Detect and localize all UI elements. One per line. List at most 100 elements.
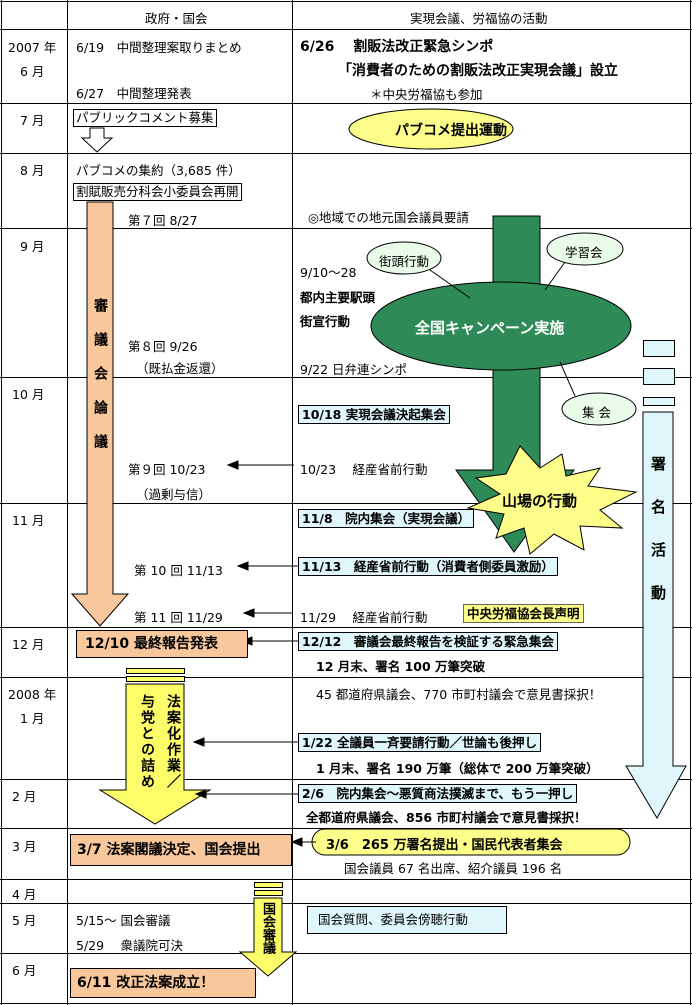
month-label: 9 月 (20, 239, 45, 254)
act-dec-sig: 12 月末、署名 100 万筆突破 (316, 659, 486, 674)
act-local-diet: ◎地域での地元国会議員要請 (308, 210, 469, 225)
act-street-action: 街宣行動 (300, 314, 351, 329)
row-line (0, 1003, 692, 1004)
street-bubble (366, 241, 442, 275)
act-council: 「消費者のための割販法改正実現会議」設立 (338, 63, 618, 79)
enacted-box: 6/11 改正法案成立！ (70, 968, 256, 998)
act-nov29: 11/29 経産省前行動 (300, 610, 428, 625)
month-label: 7 月 (20, 113, 45, 128)
month-label: 12 月 (12, 637, 45, 652)
header-activity: 実現会議、労福協の活動 (410, 11, 548, 26)
month-label: 5 月 (12, 913, 37, 928)
month-label: 2008 年 (8, 687, 57, 702)
row-line (0, 503, 692, 504)
table-divider-month (67, 0, 68, 1005)
act-rofukukyo: ＊中央労福協も参加 (370, 87, 483, 102)
row-line (0, 779, 692, 780)
diet-label: 国会審議 (260, 902, 275, 954)
drafting-marker (126, 668, 185, 674)
oct18-box: 10/18 実現会議決起集会 (298, 405, 450, 424)
month-label: 11 月 (12, 513, 45, 528)
month-label: 4 月 (12, 887, 37, 902)
row-line (0, 953, 692, 954)
act-sep10: 9/10～28 (300, 265, 357, 280)
row-line (0, 228, 692, 229)
act-jun26: 6/26 割販法改正緊急シンポ (300, 39, 494, 55)
chairman-statement-box: 中央労福協会長声明 (463, 604, 584, 623)
act-resolutions-45: 45 都道府県議会、770 市町村議会で意見書採択！ (316, 687, 602, 702)
month-label: 2007 年 (8, 40, 57, 55)
session-9-note: （過剰与信） (136, 487, 212, 502)
session-7: 第７回 8/27 (128, 213, 198, 228)
month-label: 6 月 (20, 64, 45, 79)
street-bubble-label: 街頭行動 (379, 254, 430, 269)
row-line (0, 879, 692, 880)
row-line (0, 377, 692, 378)
diet-arrow (238, 897, 298, 977)
table-divider-columns (292, 0, 293, 1005)
nov13-box: 11/13 経産省前行動（消費者側委員激励） (298, 557, 558, 576)
act-stations: 都内主要駅頭 (300, 290, 376, 305)
subcommittee-box: 割賦販売分科会小委員会再開 (73, 183, 242, 201)
row-line (0, 1, 692, 2)
table-border-right (690, 0, 691, 1005)
act-sep22: 9/22 日弁連シンポ (300, 362, 408, 377)
row-line (0, 153, 692, 154)
diet-marker (254, 890, 283, 896)
signature-marker (643, 368, 675, 385)
pubcome-campaign: パブコメ提出運動 (395, 123, 507, 139)
session-10: 第 10 回 11/13 (134, 563, 223, 578)
deliberation-label: 審議会論議 (92, 298, 108, 468)
meeting-bubble-label: 集 会 (582, 405, 611, 420)
nov8-box: 11/8 院内集会（実現会議） (298, 509, 475, 528)
climax-label: 山場の行動 (502, 492, 578, 510)
mar6-label: 3/6 265 万署名提出・国民代表者集会 (326, 838, 563, 853)
act-resolutions-all: 全都道府県議会、856 市町村議会で意見書採択！ (306, 810, 587, 825)
gov-jun27: 6/27 中間整理発表 (76, 86, 192, 101)
gov-pubcome-count: パブコメの集約（3,685 件） (76, 163, 241, 178)
signature-marker (643, 397, 675, 406)
gov-may15: 5/15～ 国会審議 (76, 913, 171, 928)
final-report-box: 12/10 最終報告発表 (76, 630, 248, 658)
diet-question-box: 国会質問、委員会傍聴行動 (307, 906, 507, 934)
diet-marker (254, 882, 283, 888)
pubcome-ellipse (348, 108, 514, 150)
session-11: 第 11 回 11/29 (134, 610, 223, 625)
signature-label: 署名活動 (649, 456, 667, 628)
drafting-marker (126, 676, 185, 682)
campaign-label: 全国キャンペーン実施 (415, 319, 565, 337)
row-line (0, 103, 692, 104)
dec12-box: 12/12 審議会最終報告を検証する緊急集会 (298, 632, 558, 651)
row-line (0, 677, 692, 678)
month-label: 2 月 (12, 789, 37, 804)
table-border-left (1, 0, 2, 1005)
drafting-label-2: 与党との詰め (139, 694, 155, 790)
header-gov: 政府・国会 (145, 11, 208, 26)
drafting-arrow (98, 683, 212, 825)
signature-marker (643, 340, 675, 357)
act-oct23: 10/23 経産省前行動 (300, 462, 428, 477)
row-line (0, 29, 692, 30)
climax-starburst (466, 445, 638, 555)
session-9: 第９回 10/23 (128, 462, 206, 477)
month-label: 3 月 (12, 839, 37, 854)
deliberation-arrow (70, 201, 130, 627)
gov-jun19: 6/19 中間整理案取りまとめ (76, 40, 242, 55)
session-8: 第８回 9/26 (128, 339, 198, 354)
signature-arrow (625, 411, 687, 820)
feb6-box: 2/6 院内集会～悪質商法撲滅まで、もう一押し (298, 784, 578, 803)
month-label: 8 月 (20, 163, 45, 178)
month-label: 6 月 (12, 963, 37, 978)
act-mar6-note: 国会議員 67 名出席、紹介議員 196 名 (344, 861, 563, 876)
row-line (0, 627, 692, 628)
act-jan-sig: 1 月末、署名 190 万筆（総体で 200 万筆突破） (316, 761, 599, 776)
cabinet-decision-box: 3/7 法案閣議決定、国会提出 (70, 834, 292, 866)
campaign-ellipse (370, 281, 632, 371)
meeting-bubble (561, 392, 637, 426)
drafting-label-1: 法案化作業／ (165, 694, 181, 790)
session-8-note: （既払金返還） (136, 361, 224, 376)
month-label: 10 月 (12, 387, 45, 402)
gov-may29: 5/29 衆議院可決 (76, 938, 184, 953)
study-bubble-label: 学習会 (565, 245, 603, 260)
